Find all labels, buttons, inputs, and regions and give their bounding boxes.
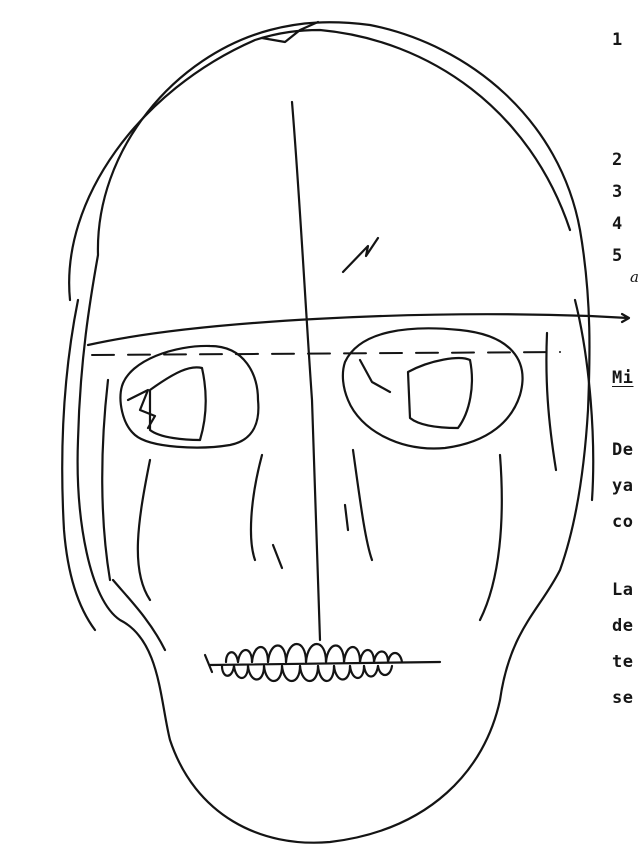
lower-teeth [222, 666, 392, 681]
paragraph2-line2-fragment: de [612, 616, 633, 636]
temporal-left [102, 380, 110, 580]
right-orbit-inner [408, 358, 472, 428]
margin-number-4: 4 [612, 214, 623, 234]
right-orbit [343, 328, 523, 448]
margin-number-1: 1 [612, 30, 623, 50]
nasal-right [353, 450, 372, 560]
annotation-arrow [590, 314, 629, 322]
right-orbit-detail [360, 360, 390, 392]
nasal-mark-right [345, 505, 348, 530]
cranium-inner-outline [69, 30, 570, 300]
margin-number-2: 2 [612, 150, 623, 170]
brow-line [88, 314, 590, 345]
left-teeth-end [205, 655, 212, 672]
paragraph2-line4-fragment: se [612, 688, 633, 708]
paragraph1-line3-fragment: co [612, 512, 633, 532]
upper-teeth [226, 644, 402, 662]
annotation-label: a [630, 268, 639, 286]
left-cheek [138, 460, 150, 600]
midline [292, 102, 320, 640]
temporal-right [546, 333, 556, 470]
right-cheek [480, 455, 502, 620]
paragraph1-line1-fragment: De [612, 440, 633, 460]
margin-number-3: 3 [612, 182, 623, 202]
forehead-scratch [343, 238, 378, 272]
section-heading-fragment: Mi [612, 368, 633, 388]
paragraph1-line2-fragment: ya [612, 476, 633, 496]
left-orbit-inner [150, 367, 206, 440]
nasal-mark-left [273, 545, 282, 568]
nasal-left [251, 455, 262, 560]
left-jaw-line [113, 580, 165, 650]
right-side-contour [575, 300, 593, 500]
left-orbit [121, 346, 259, 448]
margin-number-5: 5 [612, 246, 623, 266]
paragraph2-line1-fragment: La [612, 580, 633, 600]
paragraph2-line3-fragment: te [612, 652, 633, 672]
